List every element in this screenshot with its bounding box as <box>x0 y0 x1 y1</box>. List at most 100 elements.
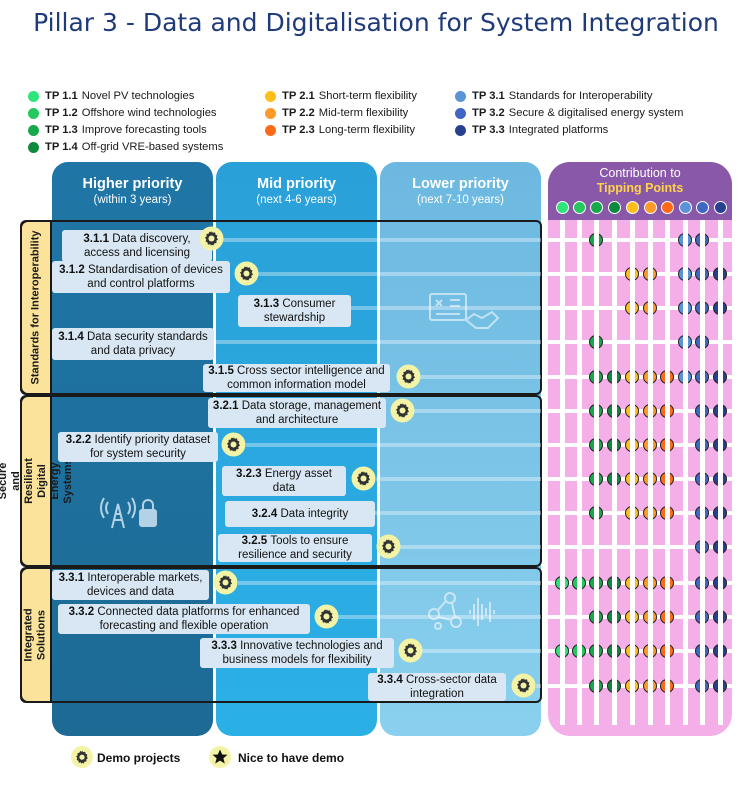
item-text: Identify priority dataset for system sec… <box>90 434 211 460</box>
tp-column-line <box>611 220 617 725</box>
legend-dot <box>28 141 39 153</box>
item-text: Interoperable markets, devices and data <box>87 572 203 598</box>
row-connector <box>422 649 541 653</box>
gear-icon <box>221 432 246 457</box>
item-text: Consumer stewardship <box>263 298 336 324</box>
tp-row-line <box>548 306 732 310</box>
roadmap-item-3-2-2: 3.2.2 Identify priority dataset for syst… <box>58 432 218 462</box>
legend-label: Standards for Interoperability <box>508 90 653 102</box>
item-code: 3.3.4 <box>377 674 406 686</box>
legend-label: Improve forecasting tools <box>81 124 207 136</box>
item-code: 3.1.4 <box>58 331 87 343</box>
roadmap-item-3-1-2: 3.1.2 Standardisation of devices and con… <box>52 261 230 293</box>
item-code: 3.2.1 <box>212 400 242 412</box>
roadmap-item-3-1-1: 3.1.1 Data discovery, access and licensi… <box>62 230 212 262</box>
tp-column-line <box>699 220 705 725</box>
tp-column-line <box>647 220 653 725</box>
column-subtitle: (next 7-10 years) <box>417 194 504 206</box>
legend-dot <box>28 90 39 102</box>
data-handshake-icon <box>429 293 500 329</box>
tp-row-line <box>548 340 732 344</box>
legend-code: TP 1.1 <box>45 90 78 102</box>
tp-header-dot <box>643 201 657 214</box>
gear-icon <box>511 673 536 698</box>
row-connector <box>338 615 541 619</box>
item-code: 3.2.5 <box>241 535 271 547</box>
gear-icon <box>199 226 224 251</box>
tp-row-line <box>548 649 732 653</box>
row-connector <box>420 375 541 379</box>
tp-row-line <box>548 581 732 585</box>
legend-code: TP 2.1 <box>282 90 315 102</box>
legend-dot <box>265 124 276 136</box>
legend-label: Short-term flexibility <box>318 90 417 102</box>
legend-dot <box>455 107 466 119</box>
legend-label: Novel PV technologies <box>81 90 195 102</box>
column-header-mid: Mid priority (next 4-6 years) <box>216 176 377 206</box>
legend-code: TP 1.3 <box>45 124 78 136</box>
roadmap-item-3-3-4: 3.3.4 Cross-sector data integration <box>368 673 506 701</box>
gear-icon <box>234 261 259 286</box>
group-tab-secure: Secure and Resilient Digital Energy Syst… <box>0 395 74 567</box>
item-code: 3.3.3 <box>211 640 241 652</box>
item-text: Cross sector intelligence and common inf… <box>227 365 385 391</box>
item-text: Innovative technologies and business mod… <box>222 640 383 666</box>
item-code: 3.1.5 <box>208 365 238 377</box>
row-connector <box>414 409 541 413</box>
column-title: Mid priority <box>257 176 336 192</box>
row-connector <box>214 340 541 344</box>
legend-dot <box>28 107 39 119</box>
tp-row-line <box>548 238 732 242</box>
item-code: 3.2.4 <box>251 508 281 520</box>
legend-label: Long-term flexibility <box>318 124 416 136</box>
legend-dot <box>455 90 466 102</box>
tp-header-dot <box>572 201 586 214</box>
gear-icon <box>351 466 376 491</box>
tp-row-line <box>548 272 732 276</box>
legend-code: TP 2.3 <box>282 124 315 136</box>
roadmap-item-3-1-4: 3.1.4 Data security standards and data p… <box>52 328 214 360</box>
legend-dot <box>28 124 39 136</box>
group-tab-integrated: Integrated Solutions <box>20 567 52 703</box>
roadmap-item-3-1-5: 3.1.5 Cross sector intelligence and comm… <box>203 364 390 392</box>
group-tab-standards: Standards for Interoperability <box>20 220 52 395</box>
row-connector <box>238 581 541 585</box>
legend-code: TP 2.2 <box>282 107 315 119</box>
item-text: Standardisation of devices and control p… <box>87 264 223 290</box>
tp-column-line <box>717 220 723 725</box>
tp-column-line <box>593 220 599 725</box>
gear-icon <box>398 638 423 663</box>
tp-row-line <box>548 443 732 447</box>
tp-row-line <box>548 375 732 379</box>
demo-projects-icon <box>71 746 93 768</box>
legend-dot <box>265 90 276 102</box>
row-connector <box>400 545 541 549</box>
column-title: Lower priority <box>412 176 509 192</box>
tp-header-dot <box>555 201 569 214</box>
roadmap-item-3-1-3: 3.1.3 Consumer stewardship <box>238 295 351 327</box>
group-label: Standards for Interoperability <box>29 230 42 385</box>
item-text: Connected data platforms for enhanced fo… <box>97 606 300 632</box>
row-connector <box>536 684 541 688</box>
tp-row-line <box>548 409 732 413</box>
tp-row-line <box>548 545 732 549</box>
roadmap-item-3-2-5: 3.2.5 Tools to ensure resilience and sec… <box>218 534 372 562</box>
gear-icon <box>314 604 339 629</box>
tp-row-line <box>548 511 732 515</box>
legend-label: Secure & digitalised energy system <box>508 107 684 119</box>
tp-column-line <box>664 220 670 725</box>
tp-row-line <box>548 684 732 688</box>
roadmap-item-3-2-4: 3.2.4 Data integrity <box>225 501 375 527</box>
item-code: 3.2.2 <box>65 434 95 446</box>
tipping-points-subtitle: Tipping Points <box>596 181 684 195</box>
item-code: 3.1.2 <box>59 264 88 276</box>
roadmap-item-3-3-2: 3.3.2 Connected data platforms for enhan… <box>58 604 310 634</box>
tp-header-dot <box>660 201 674 214</box>
row-connector <box>351 306 541 310</box>
column-header-higher: Higher priority (within 3 years) <box>52 176 213 206</box>
legend-label: Integrated platforms <box>508 124 609 136</box>
